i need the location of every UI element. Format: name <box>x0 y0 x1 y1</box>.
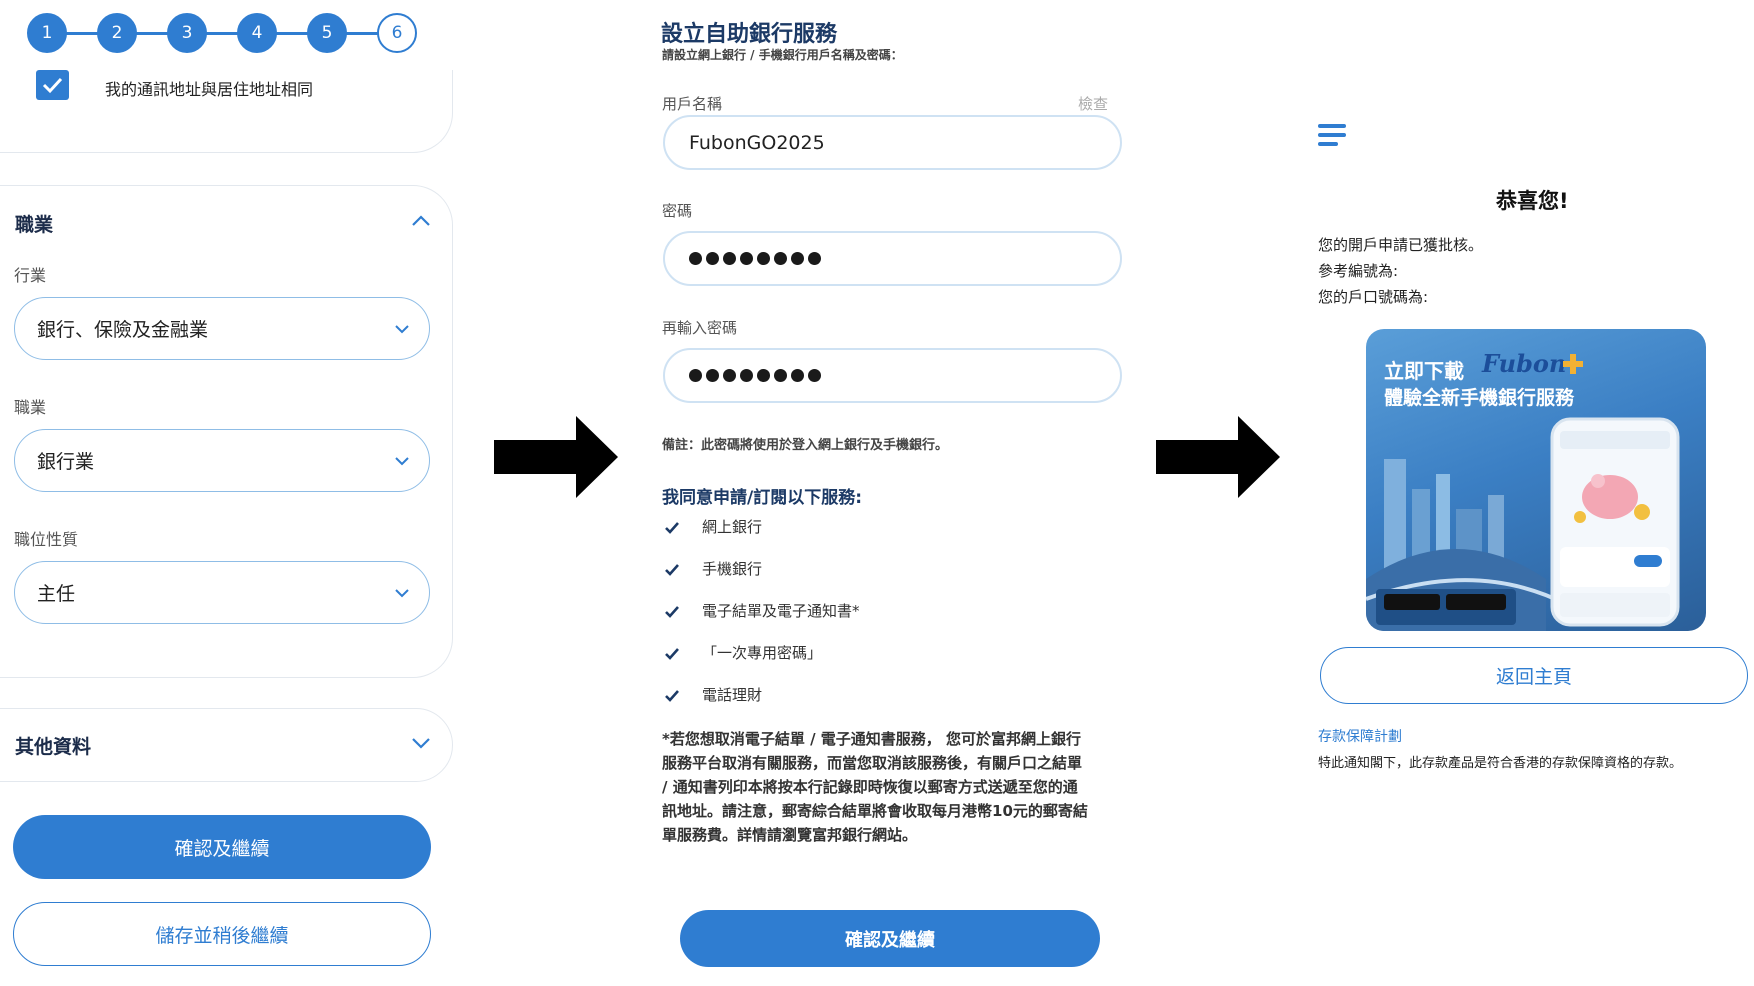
address-card <box>0 70 453 153</box>
confirm-continue-button[interactable]: 確認及繼續 <box>13 815 431 879</box>
save-later-button[interactable]: 儲存並稍後繼續 <box>13 902 431 966</box>
password-dot <box>808 252 821 265</box>
other-info-title: 其他資料 <box>15 736 92 758</box>
password-mask <box>689 369 821 382</box>
check-icon <box>665 606 679 618</box>
password-mask <box>689 252 821 265</box>
step-3: 3 <box>167 13 207 53</box>
service-item: 電子結單及電子通知書* <box>702 602 860 620</box>
footnote-line: 服務平台取消有關服務，而當您取消該服務後，有關戶口之結單 <box>662 754 1083 772</box>
estatement-footnote: *若您想取消電子結單 / 電子通知書服務， 您可於富邦網上銀行 服務平台取消有關… <box>662 727 1132 847</box>
password-dot <box>791 369 804 382</box>
footnote-line: *若您想取消電子結單 / 電子通知書服務， 您可於富邦網上銀行 <box>662 730 1081 748</box>
password-remark: 備註：此密碼將使用於登入網上銀行及手機銀行。 <box>662 438 949 453</box>
chevron-down-icon <box>395 325 409 334</box>
chevron-down-icon <box>395 589 409 598</box>
step-2: 2 <box>97 13 137 53</box>
account-label: 您的戶口號碼為: <box>1318 288 1429 306</box>
city-skyline-illustration <box>1366 459 1567 631</box>
arrow-right-icon <box>494 416 618 498</box>
password-dot <box>723 369 736 382</box>
stepper-line <box>47 32 397 35</box>
password-dot <box>757 369 770 382</box>
service-item: 電話理財 <box>702 686 763 704</box>
password-dot <box>706 252 719 265</box>
arrow-right-icon <box>1156 416 1280 498</box>
chevron-up-icon[interactable] <box>411 214 431 228</box>
username-value: FubonGO2025 <box>689 131 825 154</box>
other-info-card[interactable] <box>0 708 453 782</box>
service-item: 網上銀行 <box>702 518 763 536</box>
service-item: 手機銀行 <box>702 560 763 578</box>
position-select[interactable]: 主任 <box>14 561 430 624</box>
password-input[interactable] <box>663 231 1122 286</box>
occupation-select[interactable]: 銀行業 <box>14 429 430 492</box>
password-dot <box>808 369 821 382</box>
step-1: 1 <box>27 13 67 53</box>
industry-select[interactable]: 銀行、保險及金融業 <box>14 297 430 360</box>
password-dot <box>740 369 753 382</box>
app-download-banner[interactable]: 立即下載 Fubon 體驗全新手機銀行服務 <box>1366 329 1706 631</box>
password-dot <box>774 252 787 265</box>
password-dot <box>689 252 702 265</box>
address-same-checkbox[interactable] <box>36 70 69 100</box>
check-username-link[interactable]: 檢查 <box>1078 95 1109 113</box>
deposit-protection-note: 特此通知閣下，此存款產品是符合香港的存款保障資格的存款。 <box>1318 756 1683 771</box>
password-label: 密碼 <box>662 202 693 220</box>
fubon-brand: Fubon <box>1482 349 1567 378</box>
industry-label: 行業 <box>14 266 47 285</box>
promo-line2: 體驗全新手機銀行服務 <box>1384 387 1575 409</box>
services-title: 我同意申請/訂閱以下服務: <box>662 488 863 508</box>
plus-icon <box>1563 354 1583 374</box>
occupation-section-title: 職業 <box>15 214 54 236</box>
approved-text: 您的開戶申請已獲批核。 <box>1318 236 1484 254</box>
password-dot <box>791 252 804 265</box>
step-4: 4 <box>237 13 277 53</box>
back-to-home-button[interactable]: 返回主頁 <box>1320 647 1748 704</box>
occupation-label: 職業 <box>14 398 47 417</box>
phone-mockup-illustration <box>1550 417 1680 627</box>
confirm-continue-button[interactable]: 確認及繼續 <box>680 910 1100 967</box>
page-subtitle: 請設立網上銀行 / 手機銀行用戶名稱及密碼： <box>662 48 903 62</box>
deposit-protection-link[interactable]: 存款保障計劃 <box>1318 729 1402 745</box>
reenter-password-label: 再輸入密碼 <box>662 319 738 337</box>
password-dot <box>689 369 702 382</box>
page-title: 設立自助銀行服務 <box>661 22 838 47</box>
check-icon <box>665 648 679 660</box>
password-dot <box>740 252 753 265</box>
check-icon <box>665 522 679 534</box>
username-label: 用戶名稱 <box>662 95 723 113</box>
password-dot <box>723 252 736 265</box>
hamburger-menu-icon[interactable] <box>1318 123 1346 147</box>
industry-value: 銀行、保險及金融業 <box>37 319 209 341</box>
password-dot <box>757 252 770 265</box>
promo-line1: 立即下載 <box>1384 359 1464 383</box>
check-icon <box>665 564 679 576</box>
check-icon <box>665 690 679 702</box>
username-input[interactable]: FubonGO2025 <box>663 115 1122 170</box>
service-item: 「一次專用密碼」 <box>702 644 823 662</box>
footnote-line: 訊地址。請注意，郵寄綜合結單將會收取每月港幣10元的郵寄結 <box>662 802 1088 820</box>
step-5: 5 <box>307 13 347 53</box>
congrats-heading: 恭喜您! <box>1496 189 1569 213</box>
password-dot <box>706 369 719 382</box>
address-same-label: 我的通訊地址與居住地址相同 <box>105 80 314 99</box>
checkmark-icon <box>42 77 63 94</box>
reference-label: 參考編號為: <box>1318 262 1399 280</box>
chevron-down-icon[interactable] <box>411 736 431 750</box>
password-dot <box>774 369 787 382</box>
chevron-down-icon <box>395 457 409 466</box>
footnote-line: 單服務費。詳情請瀏覽富邦銀行網站。 <box>662 826 918 844</box>
step-6-current: 6 <box>377 13 417 53</box>
occupation-value: 銀行業 <box>37 451 95 473</box>
position-value: 主任 <box>37 583 76 605</box>
position-label: 職位性質 <box>14 530 79 549</box>
footnote-line: / 通知書列印本將按本行記錄即時恢復以郵寄方式送遞至您的通 <box>662 778 1078 796</box>
reenter-password-input[interactable] <box>663 348 1122 403</box>
